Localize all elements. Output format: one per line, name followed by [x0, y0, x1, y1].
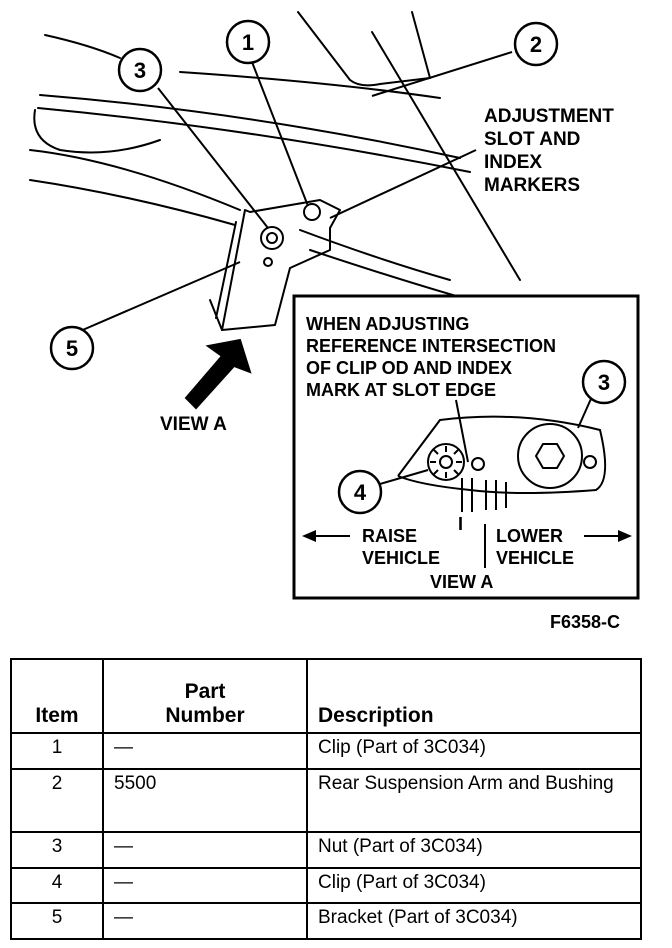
row-item: 3 [10, 830, 104, 869]
row-part-number: 5500 [102, 767, 308, 833]
header-item: Item [10, 658, 104, 734]
leader-1 [251, 61, 309, 207]
bracket-clip [303, 203, 321, 221]
header-part-line-1: Part [184, 680, 226, 703]
row-part-number: — [102, 830, 308, 869]
inset-nut [534, 443, 566, 469]
frame-diagonal [371, 31, 521, 281]
arm-outline-upper [179, 71, 441, 99]
table-row: 4 — Clip (Part of 3C034) [10, 866, 642, 905]
arm-outline-rail2 [37, 107, 471, 173]
row-item: 1 [10, 732, 104, 770]
inset-nut-washer [517, 423, 583, 489]
inset-index-marks [461, 478, 507, 512]
leader-inset-4 [379, 469, 429, 485]
view-a-label: VIEW A [160, 414, 227, 435]
table-row: 1 — Clip (Part of 3C034) [10, 732, 642, 770]
inset-tick-mark: I [458, 514, 463, 534]
arm-pocket [33, 109, 161, 154]
leader-3 [157, 87, 269, 229]
table-row: 3 — Nut (Part of 3C034) [10, 830, 642, 869]
callout-number-3: 3 [134, 58, 146, 83]
header-part-line-2: Number [165, 704, 245, 727]
callout-circle-4 [337, 469, 383, 515]
row-description: Nut (Part of 3C034) [306, 830, 642, 869]
leader-adjustment [329, 149, 477, 219]
bracket-nut-inner [266, 232, 278, 244]
frame-member [297, 11, 431, 87]
inset-note-line-3: OF CLIP OD AND INDEX [306, 358, 512, 378]
callout-circle-2 [513, 21, 559, 67]
header-part-number: Part Number [102, 658, 308, 734]
arm-outline-top [44, 34, 121, 59]
inset-note-line-1: WHEN ADJUSTING [306, 314, 469, 334]
bracket [221, 199, 341, 331]
callout-circle-3 [117, 47, 163, 93]
leader-2 [371, 51, 513, 97]
callout-circle-5 [49, 325, 95, 371]
inset-bracket-outline [397, 415, 607, 494]
row-description: Bracket (Part of 3C034) [306, 902, 642, 940]
raise-arrow-head [302, 530, 316, 542]
row-description: Clip (Part of 3C034) [306, 732, 642, 770]
lower-label-line-2: VEHICLE [496, 548, 574, 568]
inset-note-line-4: MARK AT SLOT EDGE [306, 380, 496, 400]
inset-clip-center [439, 455, 453, 469]
raise-label-line-1: RAISE [362, 526, 417, 546]
bracket-nut [260, 226, 284, 250]
row-item: 5 [10, 902, 104, 940]
arm-outline-rail1 [39, 94, 461, 159]
row-part-number: — [102, 866, 308, 905]
suspension-adjustment-diagram: 1 2 3 5 ADJUSTMENT SLOT AND INDEX MARKER… [29, 11, 640, 632]
callout-circle-1 [225, 19, 271, 65]
callout-number-3-inset: 3 [598, 370, 610, 395]
lower-label-line-1: LOWER [496, 526, 563, 546]
inset-view-a-label: VIEW A [430, 572, 493, 592]
callout-number-2: 2 [530, 32, 542, 57]
row-description: Rear Suspension Arm and Bushing [306, 767, 642, 833]
table-row: 2 5500 Rear Suspension Arm and Bushing [10, 767, 642, 833]
arm-outline-lower [29, 149, 241, 211]
parts-table: Item Part Number Description 1 — Clip (P… [10, 658, 642, 940]
callout-number-5: 5 [66, 336, 78, 361]
inset-clip [427, 443, 465, 481]
row-description: Clip (Part of 3C034) [306, 866, 642, 905]
inset-clip-tab [471, 457, 485, 471]
adjustment-label-line-3: INDEX [484, 152, 542, 173]
row-item: 2 [10, 767, 104, 833]
arm-outline-lower2 [29, 179, 236, 226]
arm-right-edge2 [309, 249, 471, 301]
table-row: 5 — Bracket (Part of 3C034) [10, 902, 642, 940]
figure-id: F6358-C [550, 612, 620, 632]
lower-arrow-head [618, 530, 632, 542]
adjustment-label-line-4: MARKERS [484, 175, 580, 196]
adjustment-label-line-1: ADJUSTMENT [484, 106, 614, 127]
header-description: Description [306, 658, 642, 734]
row-part-number: — [102, 732, 308, 770]
inset-note-line-2: REFERENCE INTERSECTION [306, 336, 556, 356]
bracket-slot-hole [263, 257, 273, 267]
callout-number-4: 4 [354, 480, 367, 505]
view-arrow [184, 338, 252, 410]
leader-5 [77, 261, 241, 333]
callout-number-1: 1 [242, 30, 254, 55]
leader-inset-note [455, 399, 469, 463]
row-item: 4 [10, 866, 104, 905]
raise-label-line-2: VEHICLE [362, 548, 440, 568]
callout-circle-3-inset [581, 359, 627, 405]
table-header-row: Item Part Number Description [10, 658, 642, 734]
inset-nut-tab [583, 455, 597, 469]
arm-right-edge [299, 229, 451, 281]
inset-clip-rays [430, 446, 462, 478]
bracket-inner-line [215, 221, 237, 319]
row-part-number: — [102, 902, 308, 940]
adjustment-label-line-2: SLOT AND [484, 129, 580, 150]
